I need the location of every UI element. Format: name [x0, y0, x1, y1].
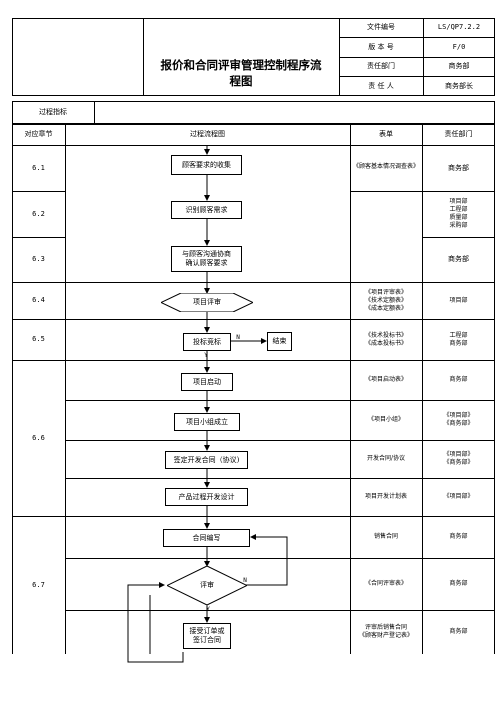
form-cell: 开发合同/协议 [366, 455, 406, 462]
label-n-review: N [243, 576, 247, 584]
chapter-cell: 6.1 [32, 163, 45, 172]
flow-step-identify-needs: 识别顾客需求 [171, 201, 242, 219]
form-cell: 项目开发计划表 [364, 493, 407, 500]
page-title: 报价和合同评审管理控制程序流程图 [160, 58, 322, 88]
column-header-dept: 责任部门 [444, 130, 473, 138]
flow-step-confirm-requirements: 与顾客沟通协商 确认顾客要求 [171, 246, 242, 272]
chapter-cell: 6.3 [32, 255, 45, 263]
form-cell: 《合同评审表》 [364, 580, 407, 587]
owner-value: 商务部长 [445, 81, 473, 90]
flow-step-accept-order: 接受订单或 签订合同 [183, 623, 231, 649]
form-cell: 评审后销售合同 《顾客财产登记表》 [358, 624, 413, 639]
owner-label: 责 任 人 [368, 81, 394, 90]
label-n-bidding: N [236, 333, 240, 341]
flow-step-team-setup: 项目小组成立 [174, 413, 240, 431]
version-label: 版 本 号 [368, 42, 394, 51]
column-header-flow: 过程流程图 [190, 130, 225, 138]
dept-cell: 项目部 [449, 296, 468, 304]
form-cell: 《顾客基本情况调查表》 [352, 163, 419, 170]
flow-step-sign-dev-contract: 签定开发合同（协议) [165, 451, 248, 469]
dept-cell: 《项目部》 《商务部》 [443, 412, 474, 427]
form-cell: 《项目评审表》 《技术定额表》 《成本定额表》 [364, 288, 407, 312]
doc-number-label: 文件编号 [367, 23, 395, 31]
flow-step-process-design: 产品过程开发设计 [165, 488, 248, 506]
dept-cell: 商务部 [448, 255, 469, 263]
dept-value: 商务部 [448, 62, 470, 70]
dept-cell: 商务部 [449, 580, 468, 587]
chapter-cell: 6.5 [32, 335, 45, 343]
flow-step-collect-requirements: 顾客要求的收集 [171, 155, 242, 175]
chapter-cell: 6.7 [32, 580, 45, 589]
process-indicator-label: 过程指标 [39, 108, 67, 116]
flow-end: 结束 [267, 332, 292, 351]
label-y-bidding: Y [204, 351, 208, 359]
form-cell: 《技术投标书》 《成本投标书》 [364, 331, 407, 347]
form-cell: 《项目启动表》 [364, 376, 407, 383]
dept-cell: 《项目部》 《商务部》 [443, 451, 474, 466]
dept-label: 责任部门 [367, 62, 395, 70]
flow-decision-review [167, 566, 247, 605]
dept-cell: 《项目部》 [443, 493, 474, 500]
form-cell: 销售合同 [373, 533, 398, 540]
column-header-chapter: 对应章节 [24, 130, 53, 138]
flow-decision-project-review-label: 项目评审 [193, 298, 221, 306]
flow-step-contract-drafting: 合同编写 [163, 529, 250, 547]
dept-cell: 商务部 [449, 376, 468, 383]
form-cell: 《项目小组》 [367, 416, 404, 423]
flow-step-bidding: 投标竞标 [183, 333, 231, 351]
column-header-form: 表单 [379, 130, 393, 138]
flow-decision-project-review [161, 293, 253, 312]
chapter-cell: 6.2 [32, 209, 45, 218]
doc-number-value: LS/QP7.2.2 [437, 23, 481, 31]
dept-cell: 商务部 [449, 533, 468, 540]
version-value: F/0 [452, 42, 466, 51]
chapter-cell: 6.6 [32, 433, 45, 442]
dept-cell: 工程部 商务部 [449, 331, 468, 347]
flow-step-project-start: 项目启动 [181, 373, 233, 391]
label-y-review: Y [206, 605, 210, 613]
flow-decision-review-label: 评审 [200, 581, 214, 589]
dept-cell: 项目部 工程部 质量部 采购部 [449, 198, 468, 229]
dept-cell: 商务部 [449, 628, 468, 635]
chapter-cell: 6.4 [32, 296, 45, 304]
dept-cell: 商务部 [448, 163, 469, 172]
